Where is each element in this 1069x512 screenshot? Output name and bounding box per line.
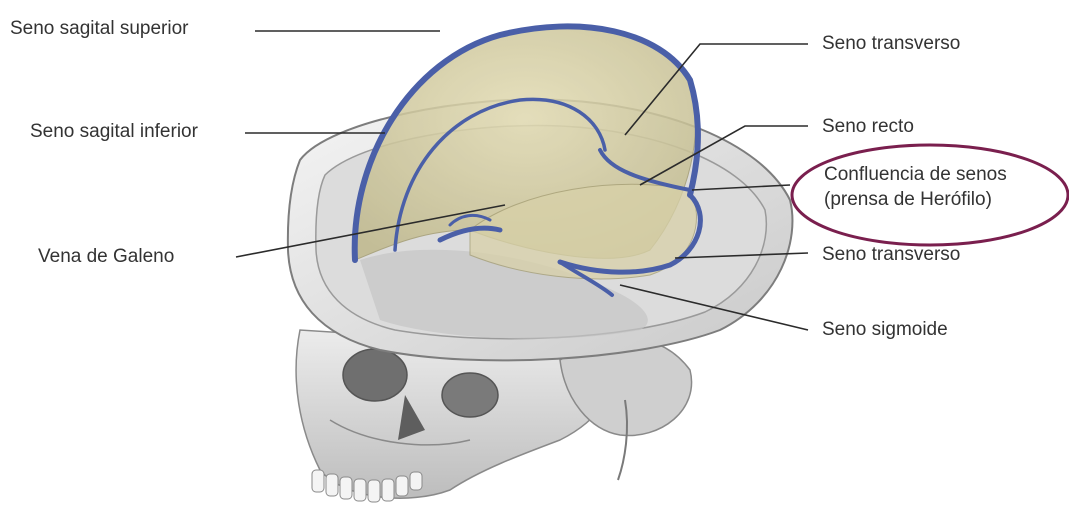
label-seno-transverso-bottom: Seno transverso	[822, 243, 960, 267]
label-seno-sagital-inferior: Seno sagital inferior	[30, 120, 198, 144]
label-seno-recto: Seno recto	[822, 115, 914, 139]
label-prensa-de-herofilo: (prensa de Herófilo)	[824, 188, 992, 212]
label-seno-sigmoide: Seno sigmoide	[822, 318, 948, 342]
label-confluencia-de-senos: Confluencia de senos	[824, 163, 1007, 187]
label-seno-sagital-superior: Seno sagital superior	[10, 17, 189, 41]
label-seno-transverso-top: Seno transverso	[822, 32, 960, 56]
label-vena-de-galeno: Vena de Galeno	[38, 245, 174, 269]
